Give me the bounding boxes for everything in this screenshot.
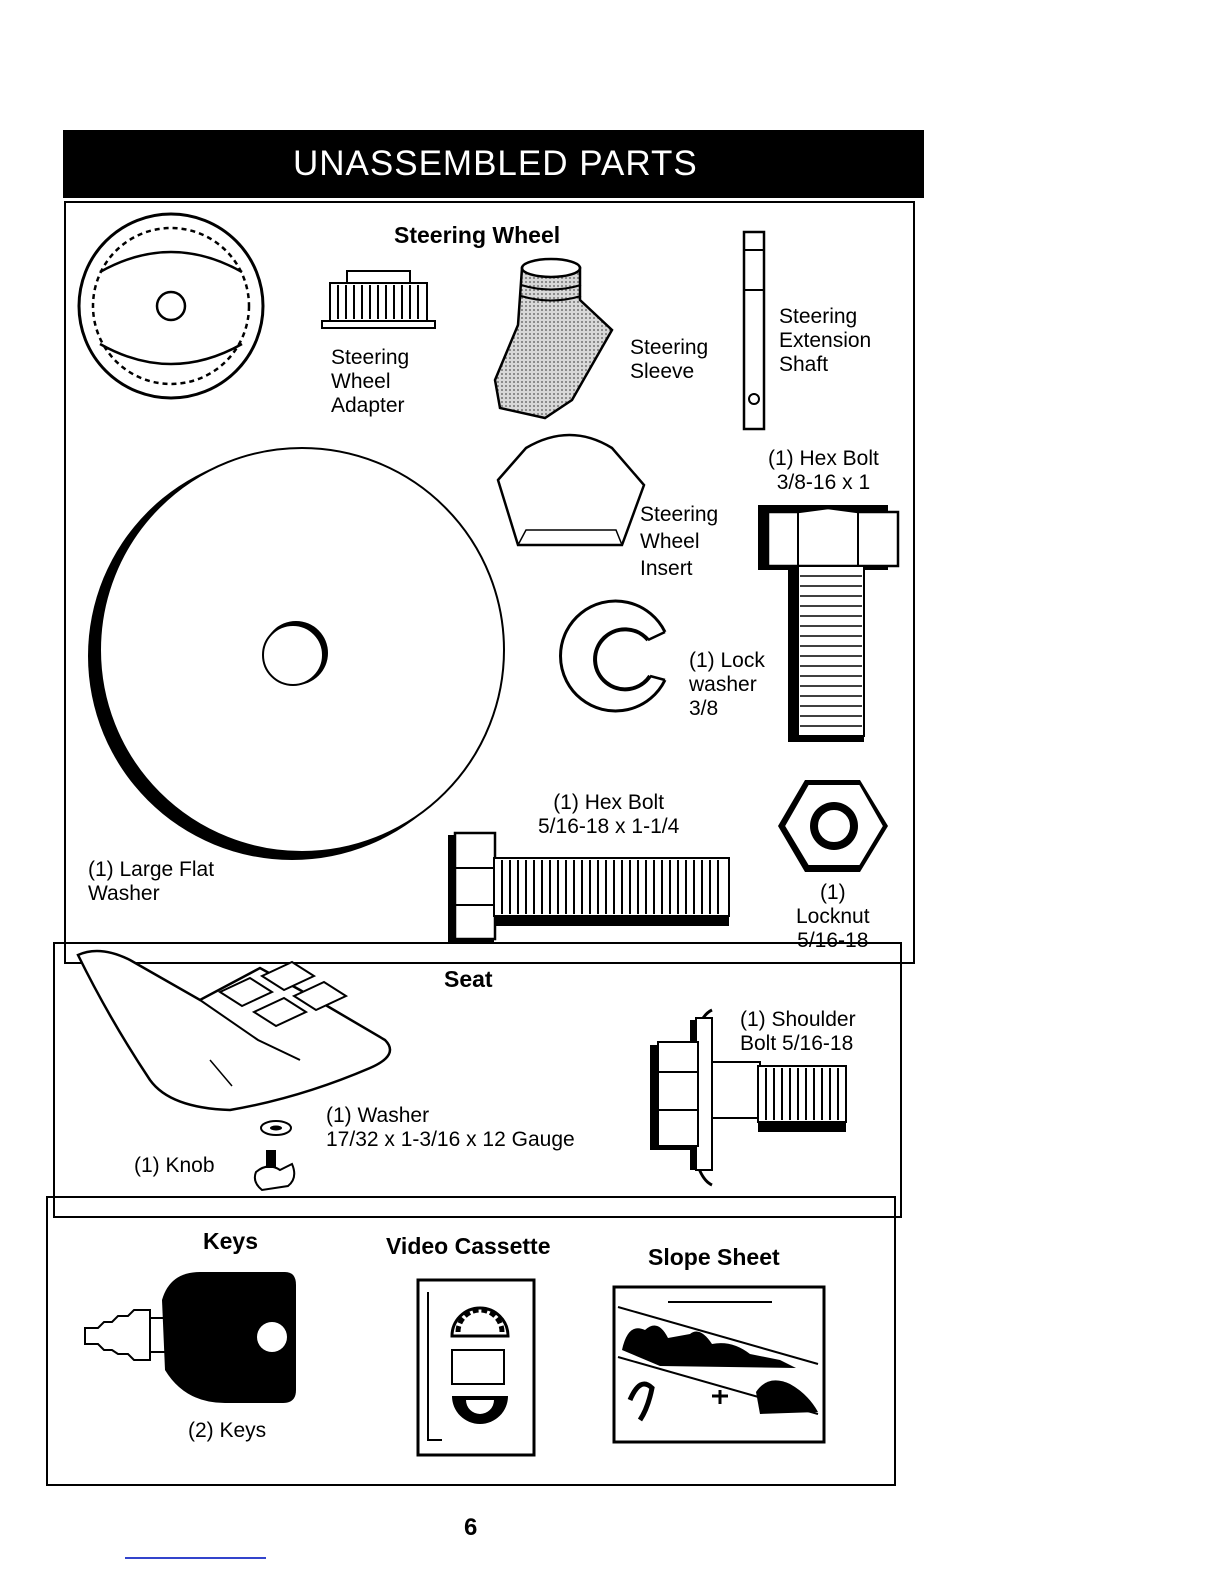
key-icon	[84, 1272, 296, 1403]
hex-bolt-small-label: (1) Hex Bolt 5/16-18 x 1-1/4	[538, 791, 680, 838]
steering-wheel-adapter-label: Steering Wheel Adapter	[331, 346, 410, 417]
shoulder-bolt-label: (1) Shoulder Bolt 5/16-18	[740, 1008, 856, 1055]
steering-extension-shaft-label: Steering Extension Shaft	[779, 305, 872, 376]
steering-sleeve-icon	[493, 257, 614, 420]
steering-wheel-insert-label: Steering Wheel Insert	[640, 503, 719, 580]
accessories-section-frame	[46, 1196, 896, 1486]
large-flat-washer-icon	[88, 447, 505, 860]
steering-extension-shaft-icon	[742, 230, 766, 431]
hex-bolt-large-label: (1) Hex Bolt 3/8-16 x 1	[768, 447, 879, 494]
hex-bolt-large-icon	[758, 505, 900, 742]
slope-sheet-header: Slope Sheet	[648, 1244, 780, 1270]
steering-sleeve-label: Steering Sleeve	[630, 336, 709, 383]
video-cassette-icon	[416, 1278, 536, 1457]
locknut-label: (1) Locknut 5/16-18	[796, 881, 870, 952]
steering-section-frame	[64, 201, 915, 964]
steering-wheel-header: Steering Wheel	[394, 222, 561, 248]
keys-header: Keys	[203, 1228, 258, 1254]
steering-wheel-insert-icon	[496, 433, 646, 547]
hex-bolt-small-icon	[448, 831, 730, 944]
knob-icon	[253, 1150, 296, 1192]
slope-sheet-icon	[612, 1285, 826, 1444]
steering-wheel-icon	[77, 212, 265, 400]
shoulder-bolt-icon	[650, 1008, 847, 1187]
seat-washer-icon	[260, 1120, 292, 1136]
section-banner: UNASSEMBLED PARTS	[63, 130, 924, 198]
seat-washer-label: (1) Washer 17/32 x 1-3/16 x 12 Gauge	[326, 1104, 575, 1151]
keys-label: (2) Keys	[188, 1419, 267, 1442]
knob-label: (1) Knob	[134, 1154, 215, 1177]
steering-wheel-adapter-icon	[321, 270, 436, 329]
lock-washer-icon	[559, 599, 667, 713]
footer-underline	[125, 1557, 266, 1559]
seat-icon	[76, 949, 392, 1112]
page-number: 6	[464, 1514, 478, 1541]
banner-title: UNASSEMBLED PARTS	[293, 144, 698, 183]
seat-header: Seat	[444, 966, 493, 992]
large-flat-washer-label: (1) Large Flat Washer	[88, 858, 215, 905]
video-cassette-header: Video Cassette	[386, 1233, 551, 1259]
lock-washer-label: (1) Lock washer 3/8	[689, 649, 765, 720]
locknut-icon	[778, 780, 888, 872]
